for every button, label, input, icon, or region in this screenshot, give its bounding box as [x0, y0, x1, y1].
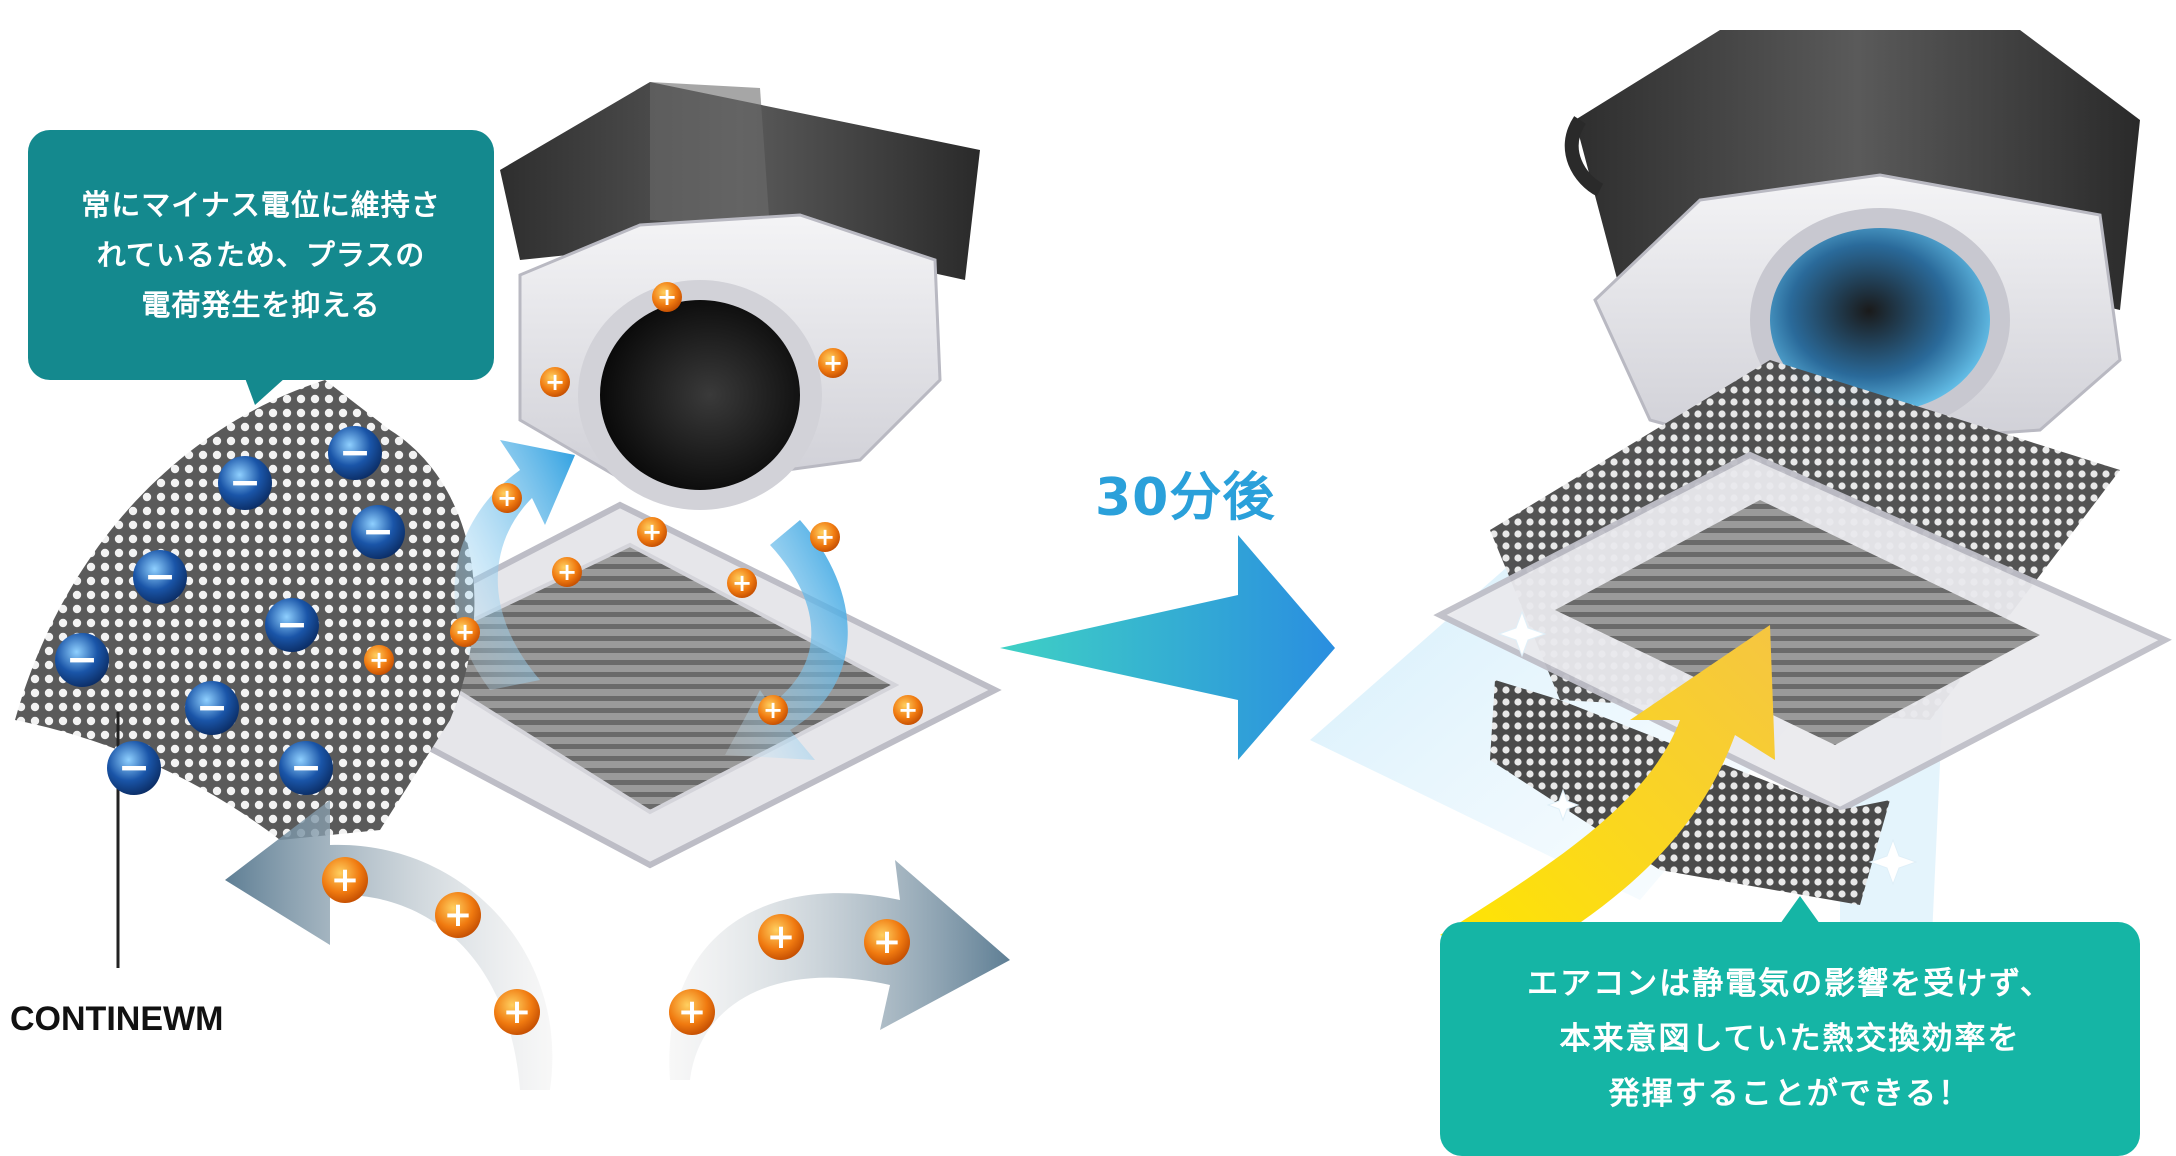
- plus-symbol: +: [763, 696, 783, 724]
- minus-ions: − − − − − − − − −: [55, 426, 405, 795]
- transition-arrow: [1000, 535, 1335, 760]
- plus-symbol: +: [823, 349, 843, 377]
- plus-symbol: +: [331, 860, 360, 900]
- minus-symbol: −: [229, 460, 261, 504]
- plus-symbol: +: [898, 696, 918, 724]
- plus-symbol: +: [815, 523, 835, 551]
- plus-symbol: +: [444, 895, 473, 935]
- callout-right: エアコンは静電気の影響を受けず、 本来意図していた熱交換効率を 発揮することがで…: [1440, 922, 2140, 1156]
- callout-right-tail: [1780, 896, 1820, 924]
- minus-symbol: −: [290, 745, 322, 789]
- callout-left-tail: [245, 378, 285, 405]
- callout-right-line-2: 本来意図していた熱交換効率を: [1559, 1020, 2021, 1057]
- continewm-label: CONTINEWM: [10, 1000, 224, 1038]
- plus-symbol: +: [642, 518, 662, 546]
- callout-left: 常にマイナス電位に維持さ れているため、プラスの 電荷発生を抑える: [28, 130, 494, 380]
- minus-symbol: −: [196, 685, 228, 729]
- plus-ions-left: + + + + + + + + + + + + + + + + + +: [322, 282, 923, 1035]
- callout-left-line-3: 電荷発生を抑える: [141, 288, 381, 322]
- airflow-arrow-blue: [454, 440, 575, 690]
- minus-symbol: −: [362, 509, 394, 553]
- minus-symbol: −: [339, 430, 371, 474]
- plus-symbol: +: [369, 646, 389, 674]
- minus-symbol: −: [66, 637, 98, 681]
- minus-symbol: −: [144, 554, 176, 598]
- minus-symbol: −: [276, 602, 308, 646]
- airflow-arrow-yellow: [1440, 625, 1775, 955]
- airflow-arrow-blue-return: [725, 520, 848, 760]
- plus-symbol: +: [503, 992, 532, 1032]
- plus-symbol: +: [545, 368, 565, 396]
- plus-symbol: +: [873, 922, 902, 962]
- plus-symbol: +: [732, 569, 752, 597]
- continewm-sheet-left: [15, 380, 475, 840]
- plus-symbol: +: [557, 558, 577, 586]
- plus-symbol: +: [767, 917, 796, 957]
- airflow-arrow-gray-right: [669, 860, 1010, 1080]
- airflow-arrow-gray-left: [225, 800, 553, 1090]
- plus-symbol: +: [497, 484, 517, 512]
- callout-left-line-1: 常にマイナス電位に維持さ: [81, 188, 441, 222]
- callout-left-line-2: れているため、プラスの: [96, 238, 426, 272]
- plus-symbol: +: [657, 283, 677, 311]
- plus-symbol: +: [455, 618, 475, 646]
- callout-right-line-1: エアコンは静電気の影響を受けず、: [1527, 965, 2053, 1002]
- plus-symbol: +: [678, 992, 707, 1032]
- minus-symbol: −: [118, 745, 150, 789]
- callout-right-line-3: 発揮することができる！: [1608, 1075, 1972, 1112]
- sparkle-icons: [1497, 610, 1918, 886]
- elapsed-time-label: 30分後: [1095, 468, 1276, 528]
- ac-unit-right: [1433, 30, 2172, 905]
